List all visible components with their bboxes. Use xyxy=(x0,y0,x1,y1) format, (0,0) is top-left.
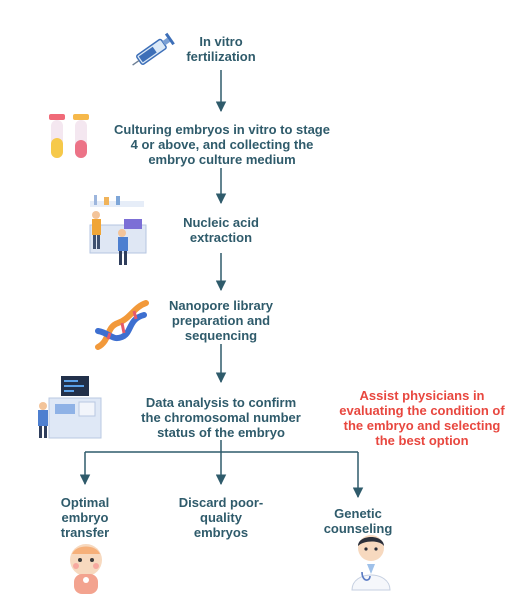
lab-workers-icon xyxy=(80,193,152,274)
physician-assist-note: Assist physicians in evaluating the cond… xyxy=(339,388,505,448)
outcome-discard: Discard poor- quality embryos xyxy=(178,495,264,540)
test-tubes-icon xyxy=(43,110,99,169)
step-extraction: Nucleic acid extraction xyxy=(183,215,259,245)
step-culture: Culturing embryos in vitro to stage 4 or… xyxy=(114,122,330,167)
outcome-optimal-transfer: Optimal embryo transfer xyxy=(60,495,110,540)
dna-helix-icon xyxy=(92,297,152,358)
doctor-icon xyxy=(348,530,394,597)
step-ivf: In vitro fertilization xyxy=(186,34,256,64)
baby-icon xyxy=(62,540,110,601)
step-sequencing: Nanopore library preparation and sequenc… xyxy=(168,298,274,343)
step-analysis: Data analysis to confirm the chromosomal… xyxy=(141,395,301,440)
outcome-genetic-counseling: Genetic counseling xyxy=(323,506,393,536)
syringe-icon xyxy=(126,26,184,79)
computer-analyst-icon xyxy=(31,372,105,447)
